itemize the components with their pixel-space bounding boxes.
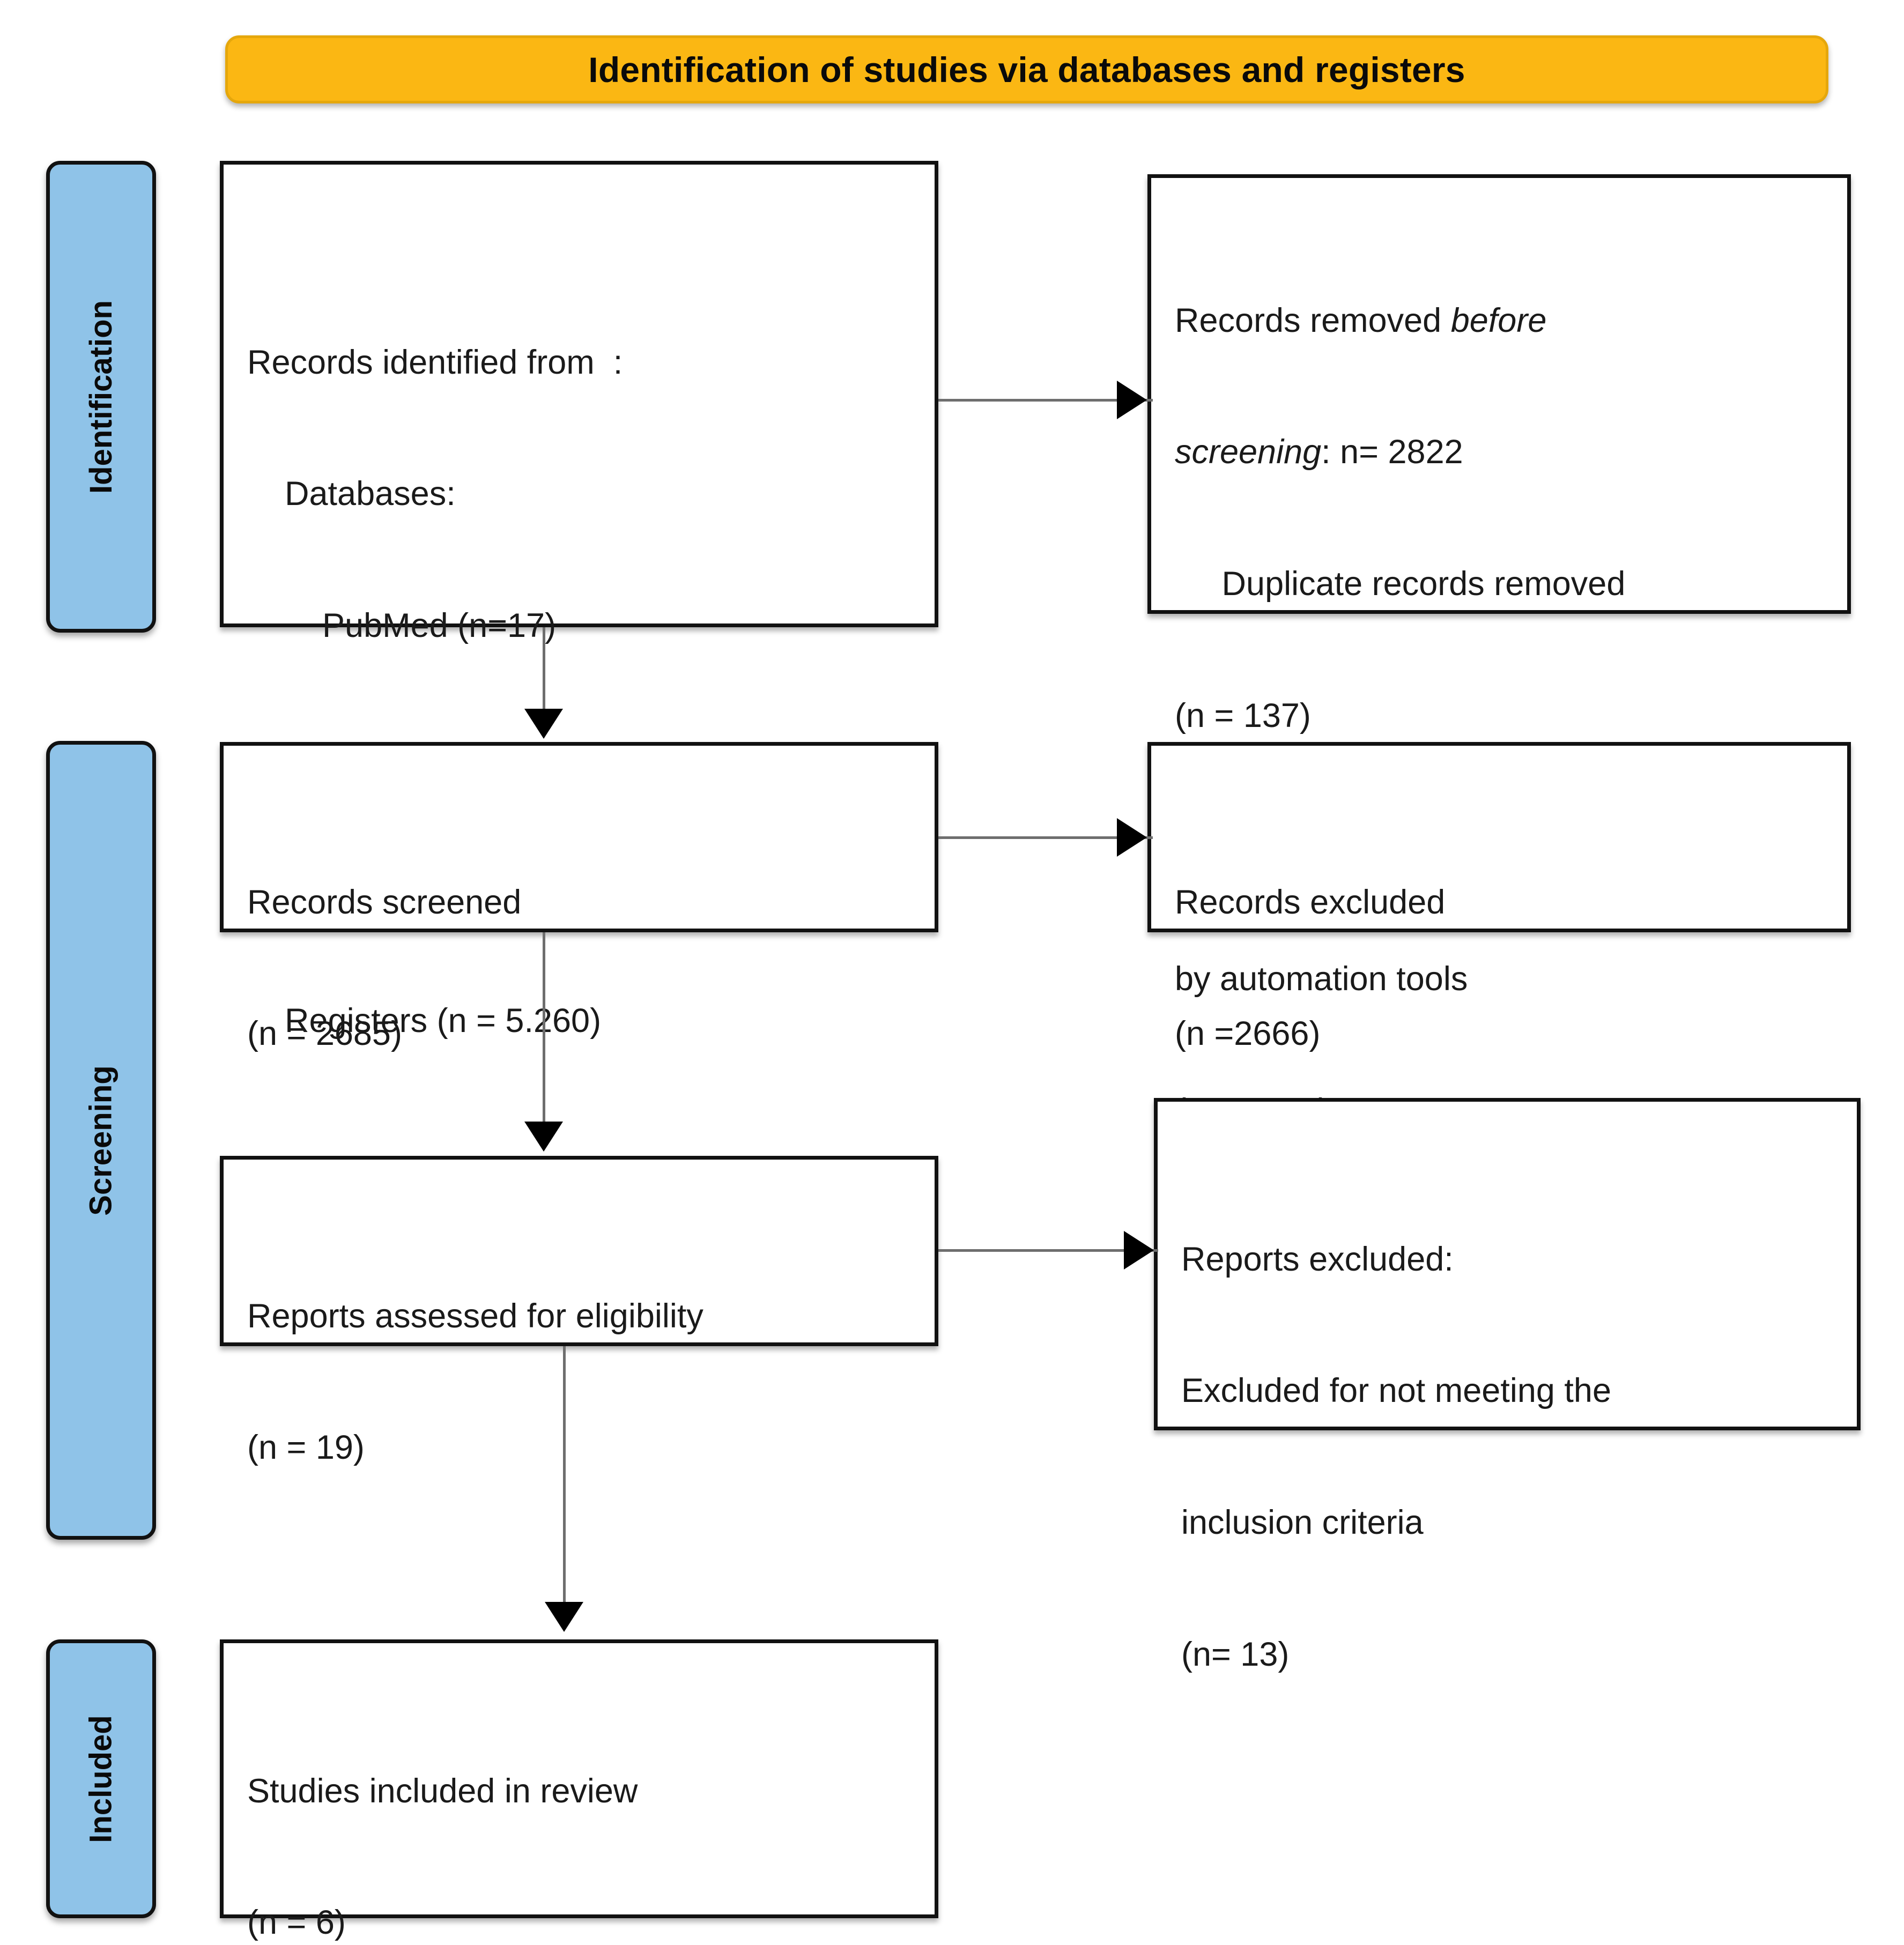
box-records-removed: Records removed before screening: n= 282…: [1147, 174, 1851, 1130]
phase-banner-identification: Identification of studies via databases …: [225, 35, 1828, 103]
reports-assessed-line-2: (n = 19): [247, 1429, 365, 1467]
stage-rail-identification-label: Identification: [84, 300, 119, 494]
reports-assessed-line-1: Reports assessed for eligibility: [247, 1297, 703, 1335]
records-screened-line-2: (n = 2685): [247, 1015, 402, 1053]
stage-rail-identification: Identification: [46, 161, 156, 633]
connector-screened-to-assessed-line: [543, 932, 545, 1123]
phase-banner-title: Identification of studies via databases …: [588, 49, 1465, 90]
box-records-identified: Records identified from : Databases: Pub…: [220, 161, 938, 1040]
connector-assessed-to-excluded-arrowhead: [1124, 1231, 1154, 1270]
records-removed-line-1-emphasis: before: [1450, 301, 1547, 339]
records-removed-line-4: (n = 137): [1175, 696, 1311, 734]
connector-identified-to-screened-line: [543, 627, 545, 713]
records-identified-line-2: Databases:: [247, 475, 456, 513]
records-screened-line-1: Records screened: [247, 883, 522, 921]
records-removed-line-2-emphasis: screening: [1175, 433, 1322, 471]
stage-rail-screening-label: Screening: [84, 1065, 118, 1216]
connector-identified-to-removed-line: [938, 399, 1153, 402]
reports-excluded-line-3: inclusion criteria: [1181, 1504, 1424, 1542]
box-reports-excluded: Reports excluded: Excluded for not meeti…: [1154, 1098, 1861, 1673]
records-removed-line-1: Records removed before: [1175, 299, 1836, 343]
records-removed-line-3: Duplicate records removed: [1175, 565, 1626, 603]
stage-rail-included: Included: [46, 1639, 156, 1918]
records-identified-line-6: Registers (n = 5.260): [247, 1002, 602, 1040]
studies-included-line-1: Studies included in review: [247, 1772, 638, 1810]
connector-assessed-to-included-arrowhead: [545, 1602, 583, 1632]
connector-identified-to-screened-arrowhead: [524, 709, 563, 739]
stage-rail-included-label: Included: [84, 1714, 118, 1843]
stage-rail-screening: Screening: [46, 741, 156, 1540]
connector-assessed-to-excluded-line: [938, 1249, 1158, 1252]
records-removed-line-1-text: Records removed: [1175, 301, 1451, 339]
reports-excluded-line-4: (n= 13): [1181, 1635, 1290, 1673]
reports-excluded-line-2: Excluded for not meeting the: [1181, 1372, 1611, 1410]
box-records-excluded: Records excluded (n =2666): [1147, 742, 1851, 1052]
box-reports-assessed: Reports assessed for eligibility (n = 19…: [220, 1156, 938, 1466]
reports-excluded-line-1: Reports excluded:: [1181, 1240, 1454, 1278]
box-records-screened: Records screened (n = 2685): [220, 742, 938, 1052]
records-excluded-line-1: Records excluded: [1175, 883, 1446, 921]
studies-included-line-2: (n = 6): [247, 1904, 346, 1942]
records-identified-line-3: PubMed (n=17): [247, 607, 557, 645]
records-identified-line-1: Records identified from :: [247, 343, 623, 381]
records-excluded-line-2: (n =2666): [1175, 1015, 1321, 1053]
records-removed-line-2: screening: n= 2822: [1175, 430, 1836, 474]
connector-identified-to-removed-arrowhead: [1117, 381, 1147, 419]
records-removed-line-6: by automation tools: [1175, 960, 1468, 998]
connector-screened-to-assessed-arrowhead: [524, 1122, 563, 1152]
connector-screened-to-excluded-arrowhead: [1117, 818, 1147, 857]
connector-screened-to-excluded-line: [938, 836, 1153, 839]
records-removed-line-2-text: : n= 2822: [1321, 433, 1463, 471]
connector-assessed-to-included-line: [563, 1346, 566, 1603]
box-studies-included: Studies included in review (n = 6) Repor…: [220, 1639, 938, 1941]
